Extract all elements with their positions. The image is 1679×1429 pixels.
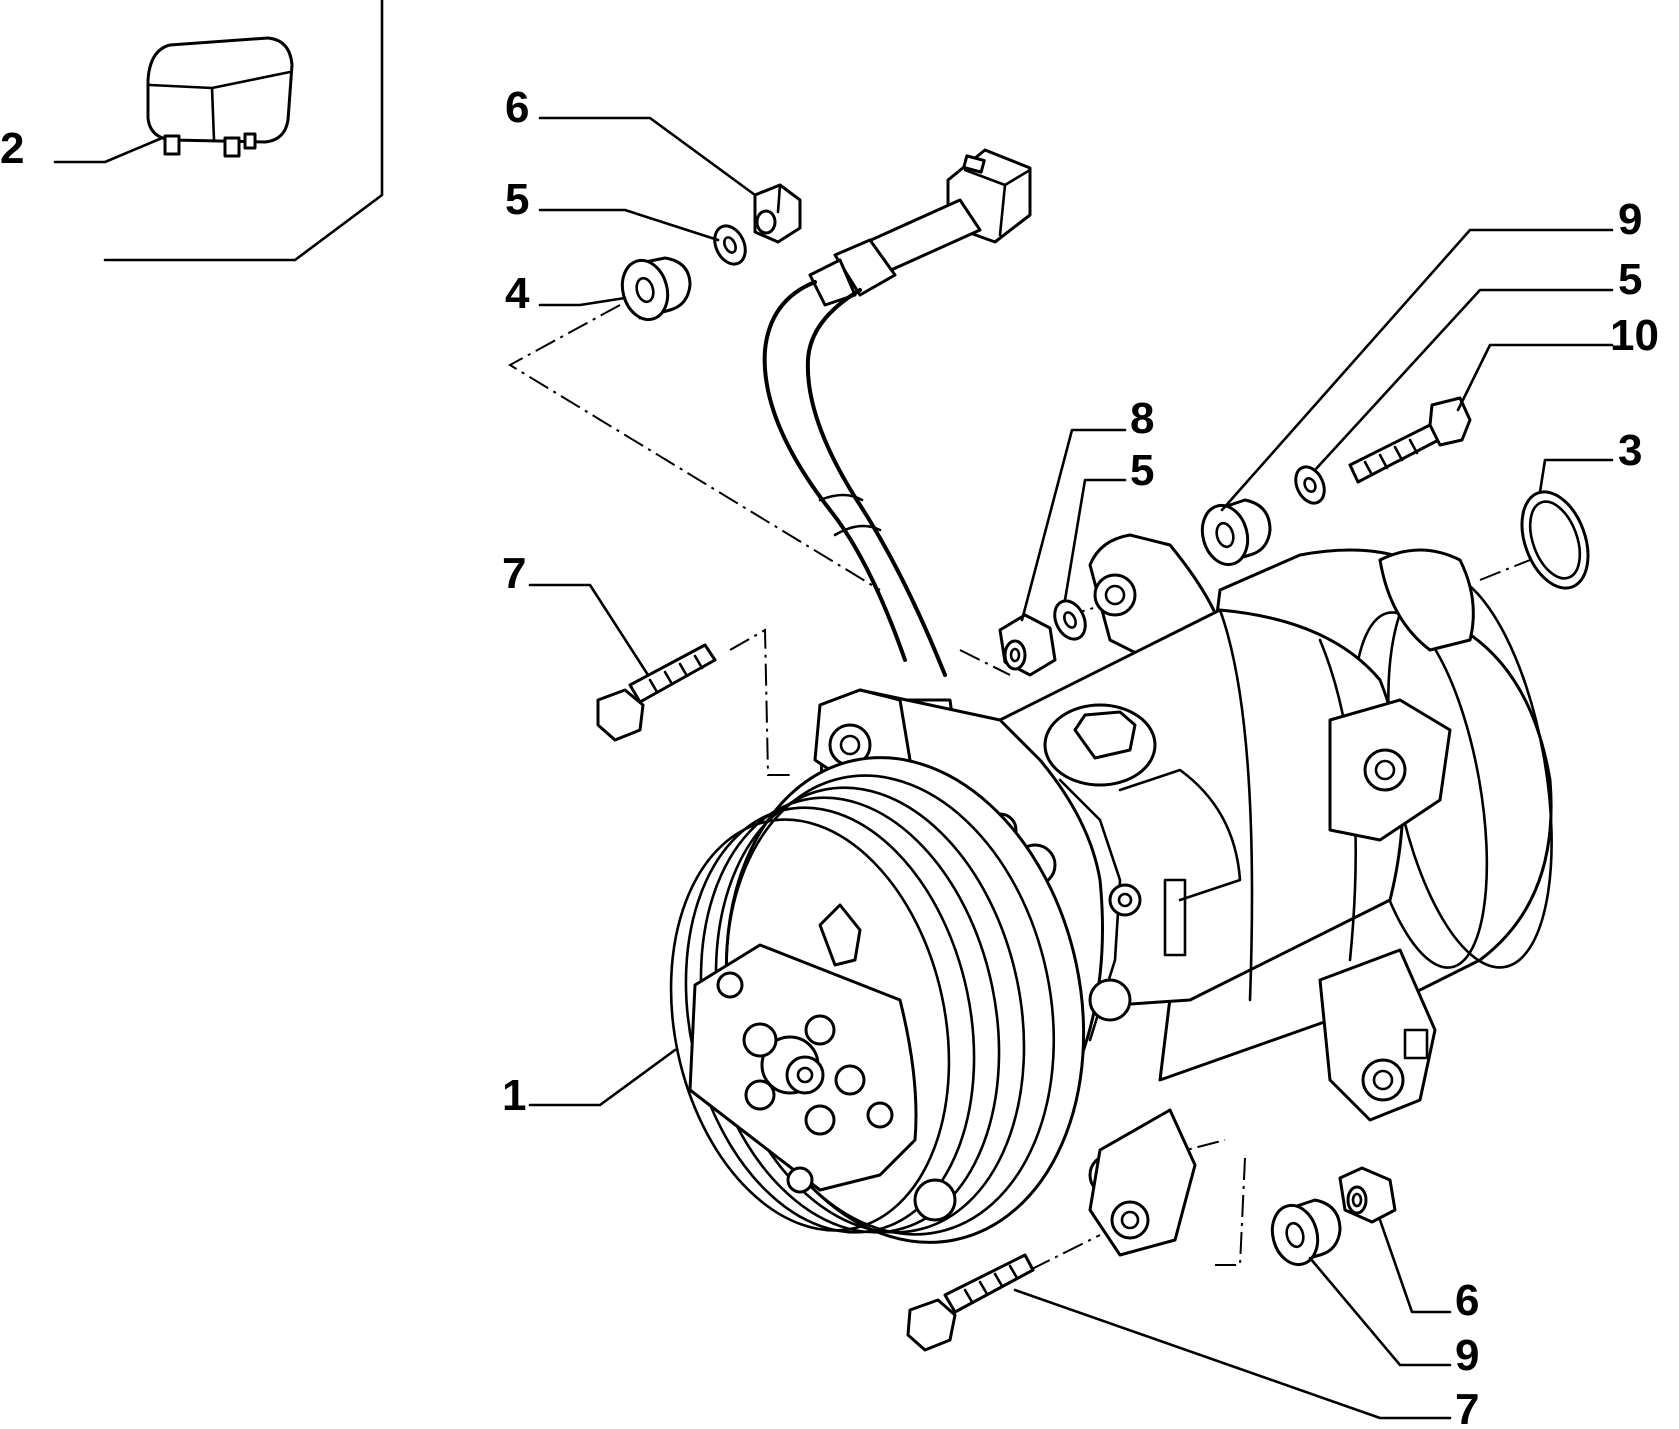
bushing-icon: [1270, 1198, 1342, 1267]
washer-icon: [713, 224, 747, 266]
callout-1: 1: [502, 1071, 526, 1120]
washer-icon: [1053, 599, 1087, 641]
callout-5: 5: [1130, 446, 1154, 495]
bolt-icon: [906, 1253, 1035, 1352]
bolt-icon: [596, 643, 717, 742]
pressure-switch-hose: [762, 148, 1032, 852]
o-ring-icon: [1520, 490, 1590, 590]
callout-5: 5: [505, 175, 529, 224]
callout-4: 4: [505, 269, 530, 318]
bushing-icon: [620, 256, 692, 322]
leader-lines: [53, 116, 1614, 1420]
relay-icon: [146, 36, 294, 158]
callout-7: 7: [1455, 1385, 1479, 1429]
compressor-icon: [669, 533, 1553, 1257]
callout-7: 7: [502, 549, 526, 598]
nut-icon: [998, 613, 1057, 677]
callout-labels: 2 6 5 4 9 5 10 3 8 5 7 1 6 9 7: [0, 83, 1659, 1429]
callout-8: 8: [1130, 394, 1154, 443]
callout-9: 9: [1618, 195, 1642, 244]
callout-10: 10: [1610, 311, 1659, 360]
callout-3: 3: [1618, 426, 1642, 475]
callout-6: 6: [1455, 1276, 1479, 1325]
bolt-icon: [1348, 396, 1472, 484]
callout-6: 6: [505, 83, 529, 132]
nut-icon: [1338, 1166, 1397, 1224]
callout-9: 9: [1455, 1331, 1479, 1380]
inset-frame: [103, 0, 384, 262]
nut-icon: [753, 183, 802, 244]
callout-5: 5: [1618, 255, 1642, 304]
bushing-icon: [1200, 498, 1272, 567]
washer-icon: [1294, 465, 1326, 505]
callout-2: 2: [0, 124, 24, 173]
